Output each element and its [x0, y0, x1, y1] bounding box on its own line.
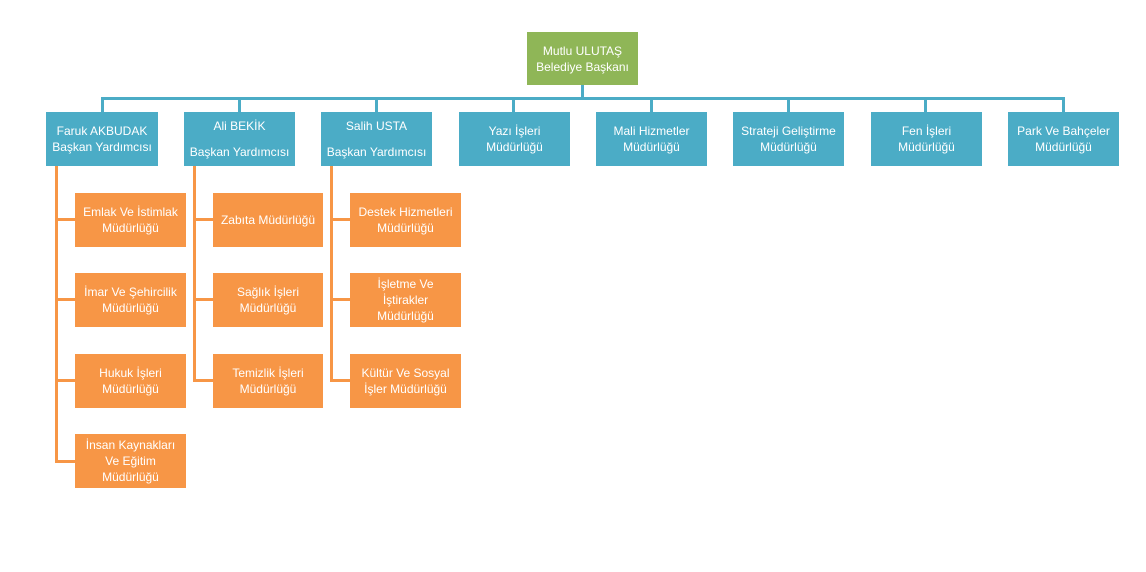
node-line-2: İştirakler — [382, 293, 429, 307]
node-salih-usta[interactable]: Salih USTA Başkan Yardımcısı — [321, 112, 432, 166]
faruk-tick-3 — [55, 379, 75, 382]
mayor-node[interactable]: Mutlu ULUTAŞ Belediye Başkanı — [527, 32, 638, 85]
faruk-tick-4 — [55, 460, 75, 463]
node-temizlik-isleri[interactable]: Temizlik İşleri Müdürlüğü — [213, 354, 323, 408]
faruk-tick-1 — [55, 218, 75, 221]
node-line-1: Fen İşleri — [901, 124, 952, 138]
node-strateji-gelistirme[interactable]: Strateji Geliştirme Müdürlüğü — [733, 112, 844, 166]
node-line-2: Müdürlüğü — [1035, 140, 1092, 154]
node-line-1: Salih USTA — [345, 119, 408, 133]
node-line-2: Başkan Yardımcısı — [52, 140, 152, 154]
node-line-2: Müdürlüğü — [102, 382, 159, 396]
node-line-1: Park Ve Bahçeler — [1017, 124, 1110, 138]
ali-tick-3 — [193, 379, 213, 382]
node-park-ve-bahceler[interactable]: Park Ve Bahçeler Müdürlüğü — [1008, 112, 1119, 166]
node-line-2: İşler Müdürlüğü — [364, 382, 447, 396]
node-line-2: Ve Eğitim — [105, 454, 156, 468]
drop-line-7 — [924, 97, 927, 112]
node-line-1: Faruk AKBUDAK — [56, 124, 148, 138]
node-line-3: Müdürlüğü — [102, 470, 159, 484]
node-fen-isleri[interactable]: Fen İşleri Müdürlüğü — [871, 112, 982, 166]
node-line-2: Müdürlüğü — [377, 221, 434, 235]
drop-line-3 — [375, 97, 378, 112]
node-line-2: Müdürlüğü — [623, 140, 680, 154]
node-line-1: Sağlık İşleri — [236, 285, 300, 299]
node-line-1: Hukuk İşleri — [99, 366, 162, 380]
node-line-1: İnsan Kaynakları — [85, 438, 176, 452]
node-line-3: Müdürlüğü — [377, 309, 434, 323]
ali-branch-line — [193, 166, 196, 382]
mayor-name: Mutlu ULUTAŞ — [542, 43, 623, 58]
node-line-2: Başkan Yardımcısı — [326, 145, 427, 159]
node-imar-sehircilik[interactable]: İmar Ve Şehircilik Müdürlüğü — [75, 273, 186, 327]
node-line-2: Müdürlüğü — [486, 140, 543, 154]
salih-tick-3 — [330, 379, 350, 382]
faruk-branch-line — [55, 166, 58, 463]
node-line-1: Destek Hizmetleri — [358, 205, 453, 219]
drop-line-1 — [101, 97, 104, 112]
node-line-1: Ali BEKİK — [213, 119, 266, 133]
drop-line-5 — [650, 97, 653, 112]
node-destek-hizmetleri[interactable]: Destek Hizmetleri Müdürlüğü — [350, 193, 461, 247]
ali-tick-2 — [193, 298, 213, 301]
salih-tick-2 — [330, 298, 350, 301]
node-mali-hizmetler[interactable]: Mali Hizmetler Müdürlüğü — [596, 112, 707, 166]
level1-bus-line — [101, 97, 1065, 100]
node-line-2: Müdürlüğü — [102, 221, 159, 235]
drop-line-2 — [238, 97, 241, 112]
node-kultur-sosyal-isler[interactable]: Kültür Ve Sosyal İşler Müdürlüğü — [350, 354, 461, 408]
node-line-2: Müdürlüğü — [760, 140, 817, 154]
node-line-1: Strateji Geliştirme — [741, 124, 836, 138]
node-line-1: Zabıta Müdürlüğü — [220, 213, 316, 227]
node-line-1: İmar Ve Şehircilik — [84, 285, 177, 299]
node-hukuk-isleri[interactable]: Hukuk İşleri Müdürlüğü — [75, 354, 186, 408]
node-line-2: Müdürlüğü — [239, 301, 297, 315]
drop-line-6 — [787, 97, 790, 112]
node-insan-kaynaklari[interactable]: İnsan Kaynakları Ve Eğitim Müdürlüğü — [75, 434, 186, 488]
node-yazi-isleri[interactable]: Yazı İşleri Müdürlüğü — [459, 112, 570, 166]
faruk-tick-2 — [55, 298, 75, 301]
drop-line-8 — [1062, 97, 1065, 112]
node-zabita[interactable]: Zabıta Müdürlüğü — [213, 193, 323, 247]
node-line-1: İşletme Ve — [377, 277, 434, 291]
node-line-1: Kültür Ve Sosyal — [361, 366, 450, 380]
salih-branch-line — [330, 166, 333, 382]
node-faruk-akbudak[interactable]: Faruk AKBUDAK Başkan Yardımcısı — [46, 112, 158, 166]
node-line-1: Yazı İşleri — [488, 124, 541, 138]
ali-tick-1 — [193, 218, 213, 221]
node-line-2: Başkan Yardımcısı — [189, 145, 290, 159]
node-line-2: Müdürlüğü — [102, 301, 159, 315]
node-saglik-isleri[interactable]: Sağlık İşleri Müdürlüğü — [213, 273, 323, 327]
drop-line-4 — [512, 97, 515, 112]
node-emlak-istimlak[interactable]: Emlak Ve İstimlak Müdürlüğü — [75, 193, 186, 247]
mayor-title: Belediye Başkanı — [536, 59, 629, 74]
node-line-2: Müdürlüğü — [898, 140, 955, 154]
node-line-1: Mali Hizmetler — [613, 124, 690, 138]
node-ali-bekik[interactable]: Ali BEKİK Başkan Yardımcısı — [184, 112, 295, 166]
node-line-1: Emlak Ve İstimlak — [83, 205, 178, 219]
root-connector — [581, 85, 584, 98]
node-line-1: Temizlik İşleri — [232, 366, 304, 380]
node-isletme-istirakler[interactable]: İşletme Ve İştirakler Müdürlüğü — [350, 273, 461, 327]
salih-tick-1 — [330, 218, 350, 221]
node-line-2: Müdürlüğü — [239, 382, 297, 396]
